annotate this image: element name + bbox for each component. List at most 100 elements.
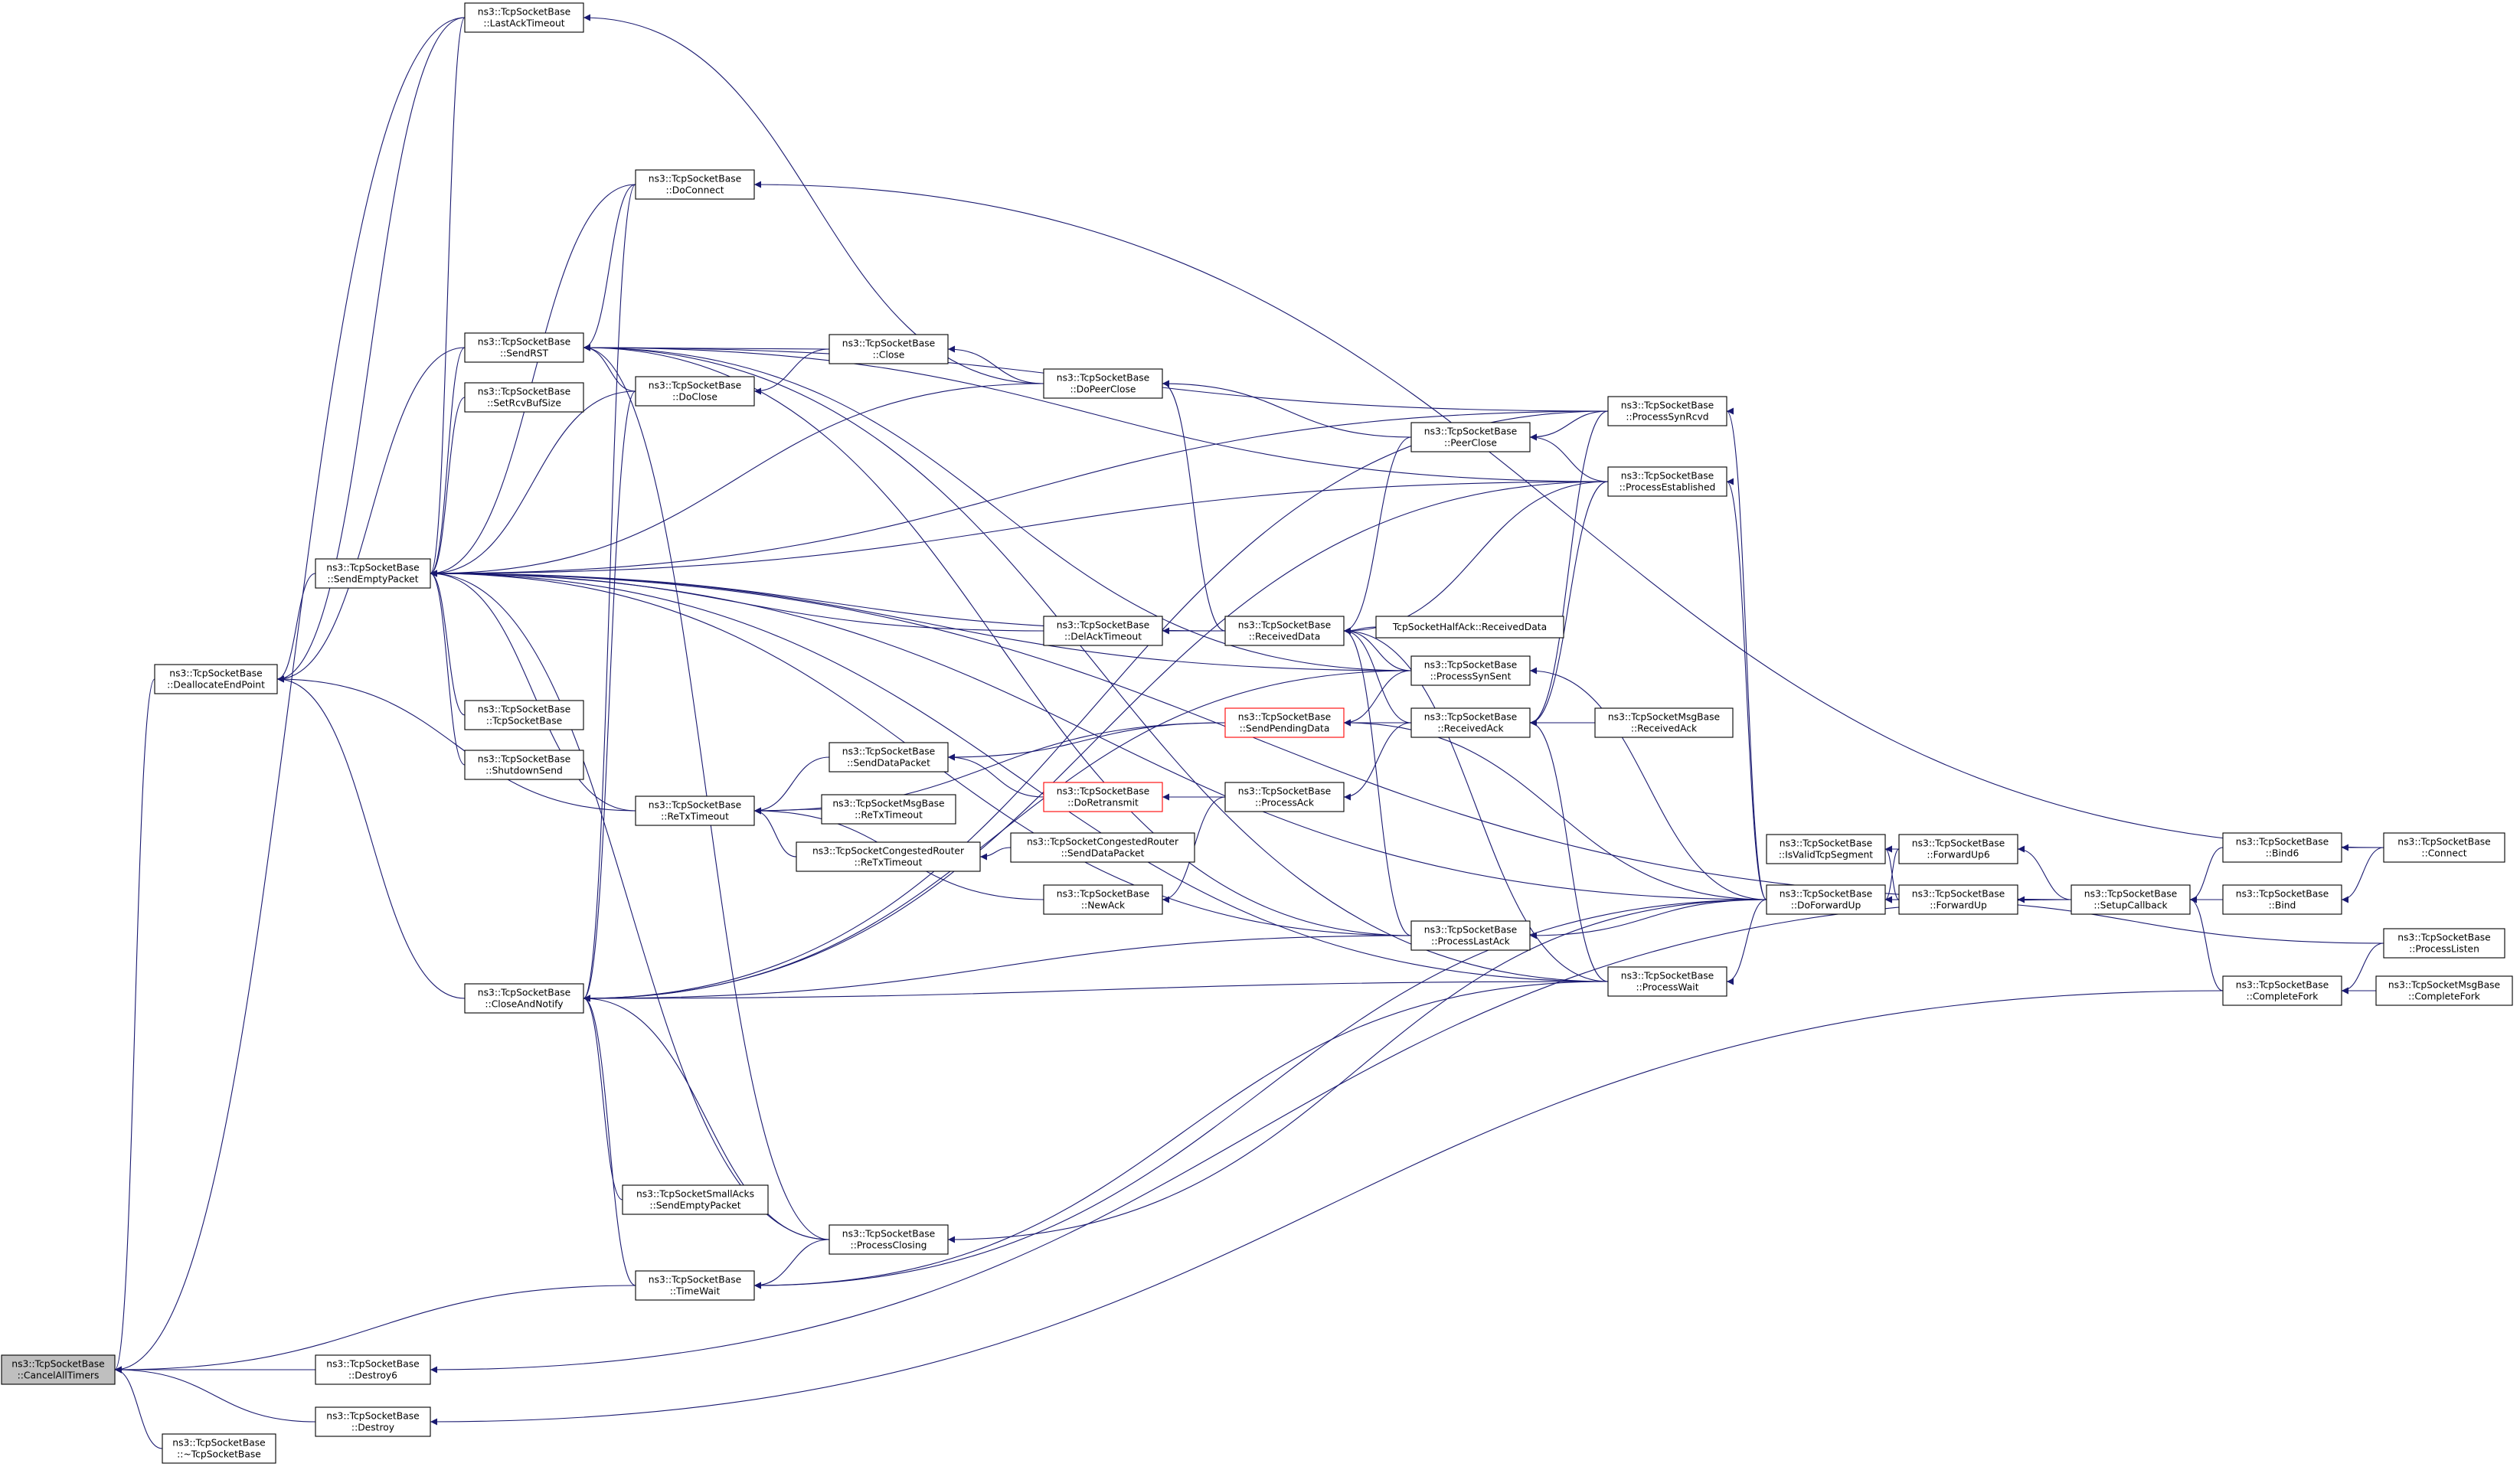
node-label-line: ::Connect (2421, 848, 2466, 859)
node-label-line: ::TcpSocketBase (486, 716, 562, 727)
node-doclose[interactable]: ns3::TcpSocketBase::DoClose (635, 376, 755, 407)
edge-line (430, 570, 636, 812)
node-label-line: ns3::TcpSocketBase (169, 668, 262, 679)
node-closeandnotify[interactable]: ns3::TcpSocketBase::CloseAndNotify (464, 983, 584, 1014)
node-box (162, 1433, 276, 1464)
edge-line (583, 995, 636, 1286)
node-tcpsocketmsgbase-receivedack[interactable]: ns3::TcpSocketMsgBase::ReceivedAck (1594, 707, 1734, 738)
node-destructor[interactable]: ns3::TcpSocketBase::~TcpSocketBase (162, 1433, 276, 1464)
node-label-line: ::ReTxTimeout (855, 858, 923, 868)
node-close[interactable]: ns3::TcpSocketBase::Close (829, 334, 949, 364)
node-shutdownsend[interactable]: ns3::TcpSocketBase::ShutdownSend (464, 750, 584, 780)
node-delacktimeout[interactable]: ns3::TcpSocketBase::DelAckTimeout (1043, 616, 1163, 646)
node-processsynrcvd[interactable]: ns3::TcpSocketBase::ProcessSynRcvd (1607, 396, 1727, 426)
edge-line (114, 678, 155, 1374)
node-label-line: ns3::TcpSocketBase (649, 800, 741, 811)
node-label-line: ns3::TcpSocketBase (478, 7, 570, 18)
edge-sendemptypacket-to-shutdownsend (430, 570, 466, 766)
node-label-line: ns3::TcpSocketBase (1238, 620, 1331, 631)
node-newack[interactable]: ns3::TcpSocketBase::NewAck (1043, 884, 1163, 915)
node-doretransmit[interactable]: ns3::TcpSocketBase::DoRetransmit (1043, 782, 1163, 812)
edge-line (753, 348, 830, 395)
node-processestablished[interactable]: ns3::TcpSocketBase::ProcessEstablished (1607, 466, 1727, 497)
edge-doconnect-to-connect (753, 181, 2384, 848)
node-label-line: ns3::TcpSocketBase (1424, 712, 1517, 723)
node-deallocateendpoint[interactable]: ns3::TcpSocketBase::DeallocateEndPoint (154, 664, 278, 694)
edge-line (583, 344, 1609, 482)
node-connect[interactable]: ns3::TcpSocketBase::Connect (2383, 832, 2505, 863)
node-label-line: ::DoConnect (665, 185, 724, 196)
node-setrcvbufsize[interactable]: ns3::TcpSocketBase::SetRcvBufSize (464, 382, 584, 413)
node-bind[interactable]: ns3::TcpSocketBase::Bind (2222, 884, 2342, 915)
node-processlastack[interactable]: ns3::TcpSocketBase::ProcessLastAck (1410, 920, 1531, 951)
edge-cancelalltimers-to-destroy (114, 1366, 316, 1423)
node-lastacktimeout[interactable]: ns3::TcpSocketBase::LastAckTimeout (464, 2, 584, 33)
edge-line (1343, 481, 1609, 635)
edge-line (1529, 667, 1767, 900)
node-tcpsocketmsgbase-retxtimeout[interactable]: ns3::TcpSocketMsgBase::ReTxTimeout (821, 794, 956, 825)
edge-line (430, 383, 1044, 577)
node-label-line: ns3::TcpSocketBase (842, 746, 935, 757)
node-label-line: ::ProcessLastAck (1431, 936, 1511, 947)
node-box (2383, 832, 2505, 863)
node-timewait[interactable]: ns3::TcpSocketBase::TimeWait (635, 1270, 755, 1301)
node-destroy[interactable]: ns3::TcpSocketBase::Destroy (315, 1406, 431, 1437)
node-label-line: ::SendDataPacket (1061, 848, 1145, 859)
edge-line (114, 17, 466, 1374)
edge-doclose-to-close (753, 348, 830, 395)
node-processwait[interactable]: ns3::TcpSocketBase::ProcessWait (1607, 966, 1727, 997)
edge-line (583, 390, 636, 1002)
node-label-line: ::ForwardUp6 (1927, 850, 1990, 861)
node-label-line: ::DoClose (672, 392, 717, 403)
node-cancelalltimers[interactable]: ns3::TcpSocketBase::CancelAllTimers (1, 1354, 116, 1385)
node-dopeerclose[interactable]: ns3::TcpSocketBase::DoPeerClose (1043, 368, 1163, 399)
node-congestedrouter-retxtimeout[interactable]: ns3::TcpSocketCongestedRouter::ReTxTimeo… (796, 841, 981, 872)
node-box (1410, 655, 1531, 686)
node-sendpendingdata[interactable]: ns3::TcpSocketBase::SendPendingData (1224, 707, 1345, 738)
node-forwardup[interactable]: ns3::TcpSocketBase::ForwardUp (1898, 884, 2018, 915)
node-doforwardup[interactable]: ns3::TcpSocketBase::DoForwardUp (1766, 884, 1886, 915)
node-label-line: ::ForwardUp (1930, 900, 1987, 911)
node-receiveddata[interactable]: ns3::TcpSocketBase::ReceivedData (1224, 616, 1345, 646)
edge-line (430, 570, 466, 716)
edge-line (947, 899, 1767, 1243)
edge-line (430, 410, 1609, 577)
node-box (464, 2, 584, 33)
node-receivedack[interactable]: ns3::TcpSocketBase::ReceivedAck (1410, 707, 1531, 738)
edge-setupcallback-to-completefork (2189, 896, 2224, 991)
node-tcpsocketsmallacks-sendemptypacket[interactable]: ns3::TcpSocketSmallAcks::SendEmptyPacket (622, 1184, 769, 1215)
edge-processack-to-receivedack (1343, 722, 1412, 801)
edge-line (430, 570, 830, 1240)
node-bind6[interactable]: ns3::TcpSocketBase::Bind6 (2222, 832, 2342, 863)
node-forwardup6[interactable]: ns3::TcpSocketBase::ForwardUp6 (1898, 834, 2018, 864)
node-processack[interactable]: ns3::TcpSocketBase::ProcessAck (1224, 782, 1345, 812)
edge-line (583, 344, 636, 392)
node-box (464, 382, 584, 413)
node-tcpsocketmsgbase-completefork[interactable]: ns3::TcpSocketMsgBase::CompleteFork (2375, 975, 2513, 1006)
edge-sendrst-to-doclose (583, 344, 636, 392)
node-destroy6[interactable]: ns3::TcpSocketBase::Destroy6 (315, 1354, 431, 1385)
node-senddatapacket[interactable]: ns3::TcpSocketBase::SendDataPacket (829, 742, 949, 773)
node-completefork[interactable]: ns3::TcpSocketBase::CompleteFork (2222, 975, 2342, 1006)
node-congestedrouter-senddatapacket[interactable]: ns3::TcpSocketCongestedRouter::SendDataP… (1010, 832, 1195, 863)
node-label-line: ::ReTxTimeout (855, 810, 923, 821)
node-halfack-receiveddata[interactable]: TcpSocketHalfAck::ReceivedData (1375, 616, 1564, 639)
node-tcpsocketbase-ctor[interactable]: ns3::TcpSocketBase::TcpSocketBase (464, 700, 584, 730)
node-sendrst[interactable]: ns3::TcpSocketBase::SendRST (464, 332, 584, 363)
node-peerclose[interactable]: ns3::TcpSocketBase::PeerClose (1410, 422, 1531, 452)
node-label-line: ::ProcessWait (1636, 982, 1698, 993)
node-label-line: ns3::TcpSocketBase (2084, 889, 2177, 900)
node-sendemptypacket[interactable]: ns3::TcpSocketBase::SendEmptyPacket (315, 558, 431, 589)
node-doconnect[interactable]: ns3::TcpSocketBase::DoConnect (635, 169, 755, 200)
node-label-line: ns3::TcpSocketBase (326, 563, 419, 573)
node-processclosing[interactable]: ns3::TcpSocketBase::ProcessClosing (829, 1224, 949, 1255)
node-label-line: ns3::TcpSocketSmallAcks (636, 1189, 754, 1200)
node-processlisten[interactable]: ns3::TcpSocketBase::ProcessListen (2383, 928, 2505, 959)
node-box (1043, 782, 1163, 812)
node-isvalidtcpsegment[interactable]: ns3::TcpSocketBase::IsValidTcpSegment (1766, 834, 1886, 864)
node-setupcallback[interactable]: ns3::TcpSocketBase::SetupCallback (2071, 884, 2191, 915)
node-retxtimeout[interactable]: ns3::TcpSocketBase::ReTxTimeout (635, 795, 755, 826)
edge-line (1726, 478, 1767, 900)
node-processsynsent[interactable]: ns3::TcpSocketBase::ProcessSynSent (1410, 655, 1531, 686)
